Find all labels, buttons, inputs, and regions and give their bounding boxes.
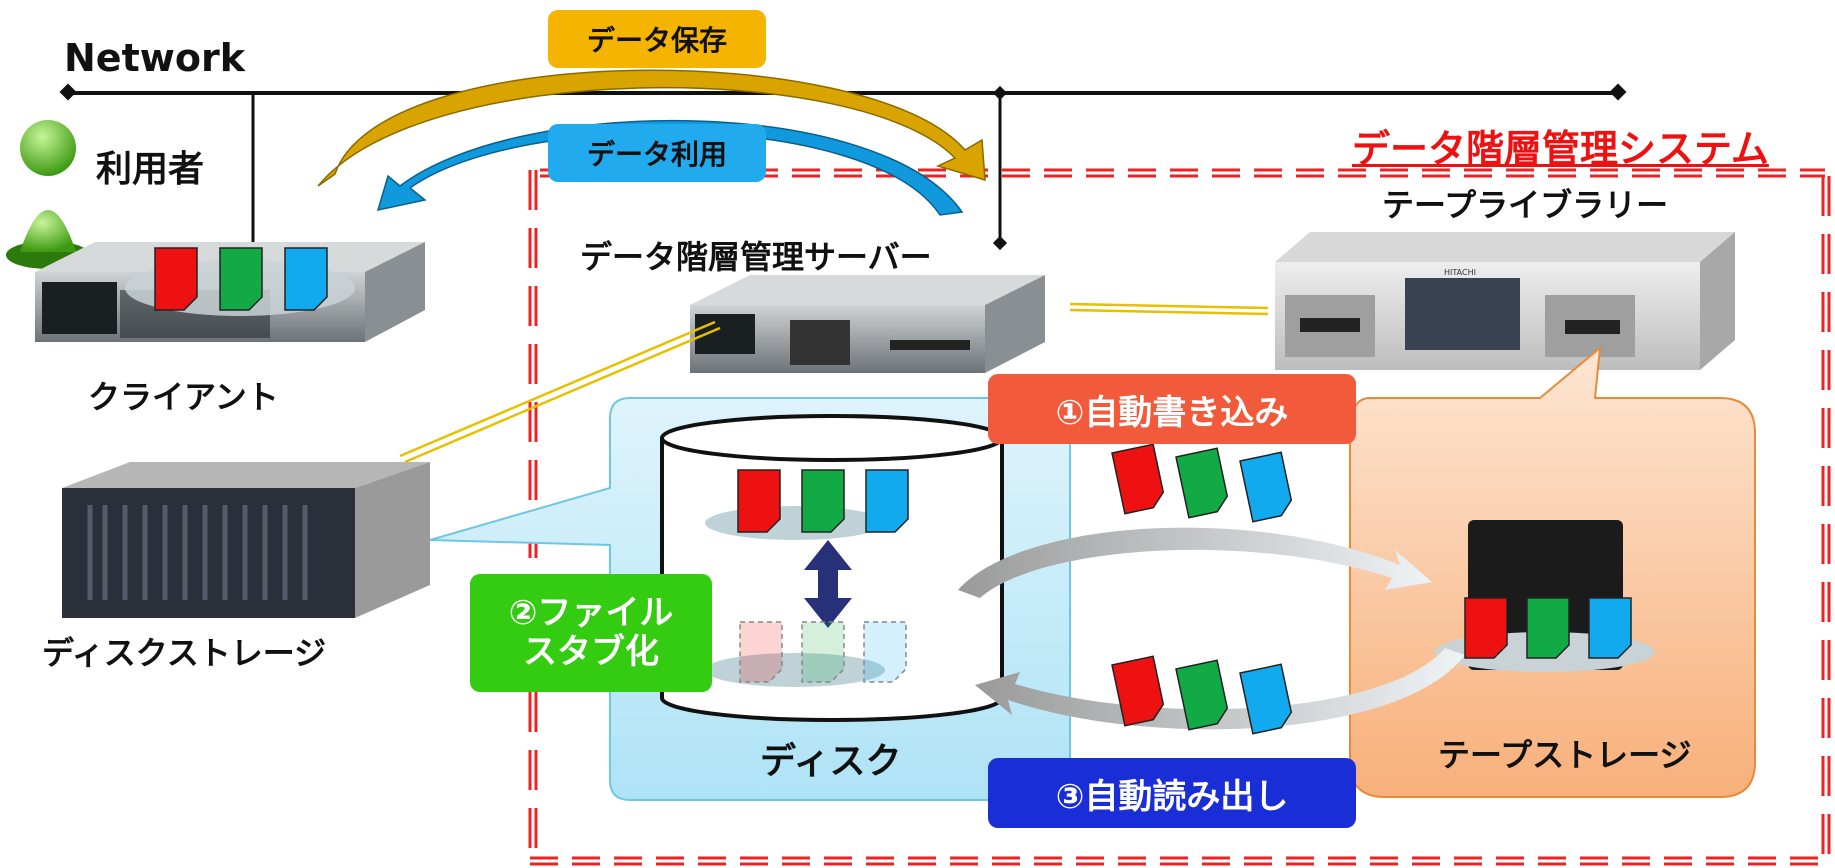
- user-label: 利用者: [96, 149, 205, 190]
- disk-file-green: [801, 469, 845, 533]
- disk-file-red: [737, 469, 781, 533]
- auto-read-pill: ③自動読み出し: [988, 758, 1356, 828]
- read-file-blue: [1239, 663, 1293, 735]
- save-arrow: [317, 69, 986, 187]
- auto-write-pill: ①自動書き込み: [988, 374, 1356, 444]
- tape-storage-label: テープストレージ: [1438, 736, 1692, 774]
- disk-label: ディスク: [760, 741, 902, 782]
- client-file-green: [219, 247, 263, 311]
- read-file-green: [1175, 659, 1229, 731]
- hsm-server-icon: [690, 275, 1045, 373]
- stub-double-arrow: [804, 540, 852, 628]
- write-file-green: [1175, 447, 1229, 519]
- client-file-blue: [284, 247, 328, 311]
- disk-storage-label: ディスクストレージ: [42, 634, 327, 672]
- disk-file-blue: [865, 469, 909, 533]
- stub-pill: ②ファイル スタブ化: [470, 574, 712, 692]
- tape-library-icon: [1275, 232, 1735, 370]
- use-arrow: [376, 119, 964, 216]
- read-file-red: [1111, 655, 1165, 727]
- user-icon: [6, 120, 90, 269]
- read-flow-arrow: [975, 648, 1465, 730]
- tape-file-green: [1526, 597, 1570, 659]
- write-file-blue: [1239, 451, 1293, 523]
- stub-file-green: [801, 621, 845, 683]
- disk-storage-icon: [62, 462, 430, 618]
- network-label: Network: [64, 36, 245, 80]
- system-title: データ階層管理システム: [1352, 127, 1769, 171]
- tape-file-red: [1464, 597, 1508, 659]
- write-flow-arrow: [958, 527, 1432, 598]
- tape-file-blue: [1588, 597, 1632, 659]
- client-label: クライアント: [88, 378, 279, 416]
- connection-cables: [399, 302, 1269, 464]
- write-file-red: [1111, 443, 1165, 515]
- client-file-red: [154, 247, 198, 311]
- stub-file-blue: [863, 621, 907, 683]
- hsm-server-label: データ階層管理サーバー: [580, 238, 932, 276]
- tape-library-brand: HITACHI: [1444, 268, 1476, 277]
- stub-file-red: [739, 621, 783, 683]
- use-pill: データ利用: [548, 124, 766, 182]
- save-pill: データ保存: [548, 10, 766, 68]
- tape-library-label: テープライブラリー: [1382, 186, 1669, 224]
